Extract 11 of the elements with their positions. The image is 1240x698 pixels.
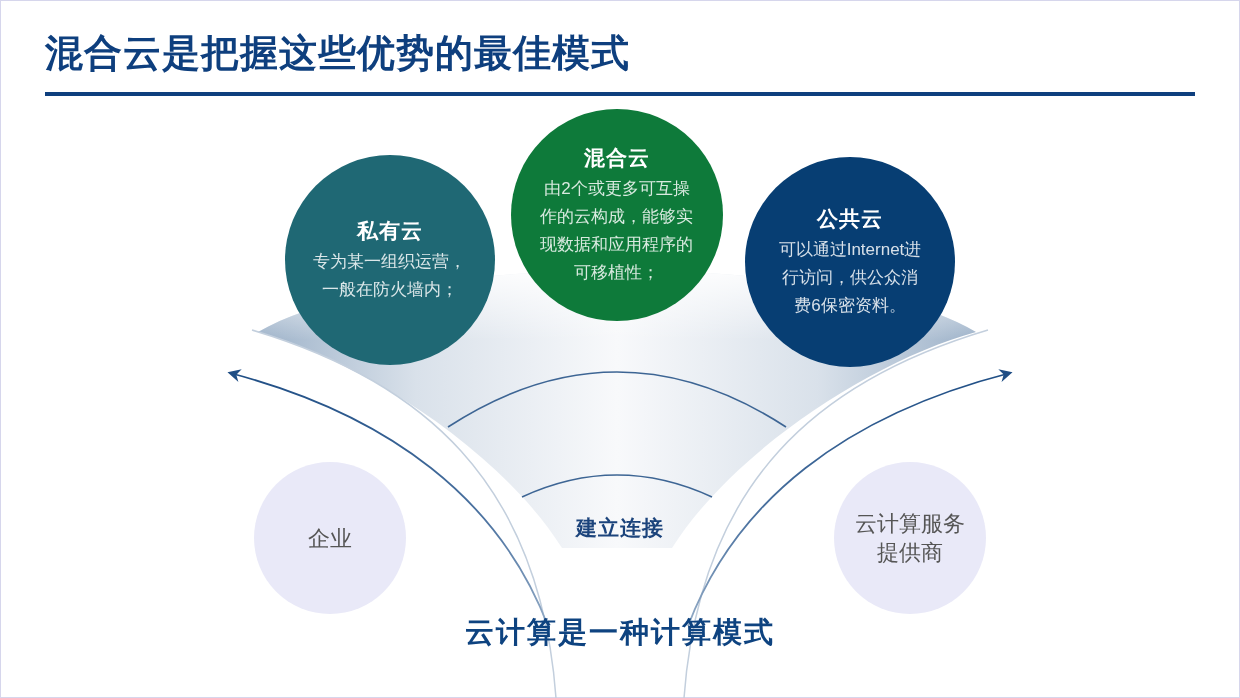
node-description: 专为某一组织运营，一般在防火墙内； bbox=[312, 251, 468, 301]
node-label: 云计算服务提供商 bbox=[854, 510, 966, 567]
title: 混合云是把握这些优势的最佳模式 bbox=[45, 31, 630, 76]
node-description: 可以通过Internet进行访问，供公众消费6保密资料。 bbox=[777, 239, 923, 317]
node-description: 由2个或更多可互操作的云构成，能够实现数据和应用程序的可移植性； bbox=[539, 178, 695, 284]
footer-text: 云计算是一种计算模式 bbox=[465, 615, 775, 650]
node-label: 企业 bbox=[307, 524, 353, 553]
node-title: 混合云 bbox=[584, 145, 650, 171]
node-title: 公共云 bbox=[817, 206, 883, 232]
band-label: 建立连接 bbox=[576, 514, 664, 541]
node-title: 私有云 bbox=[357, 218, 423, 244]
